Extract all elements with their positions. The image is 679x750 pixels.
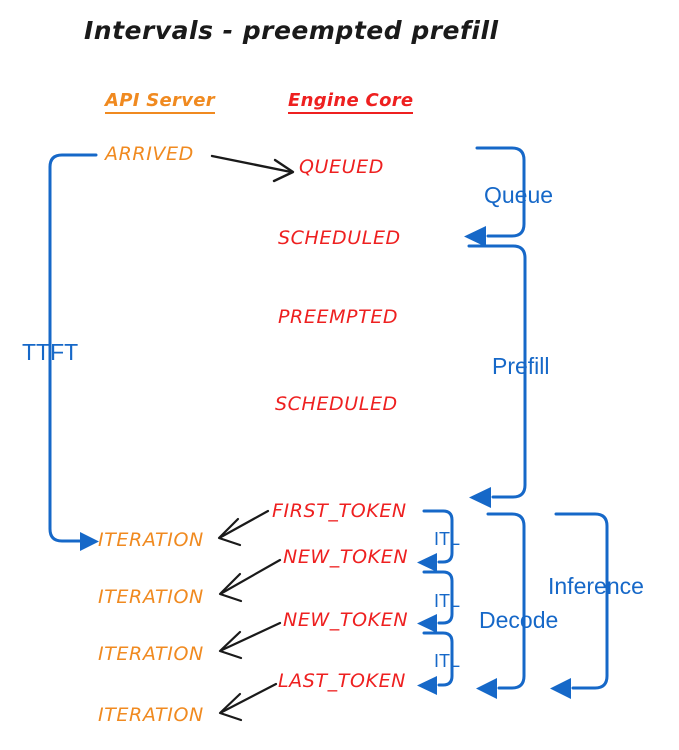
state-arrived: ARRIVED bbox=[105, 143, 194, 165]
inference-bracket bbox=[550, 512, 609, 699]
state-iteration-3: ITERATION bbox=[98, 643, 204, 665]
arrow-first-token-to-iteration bbox=[217, 509, 270, 547]
page-title: Intervals - preempted prefill bbox=[84, 16, 499, 45]
column-header-api-server: API Server bbox=[105, 92, 215, 114]
interval-label-inference: Inference bbox=[548, 573, 644, 599]
state-iteration-2: ITERATION bbox=[98, 586, 204, 608]
arrow-last-token-to-iteration bbox=[218, 682, 278, 722]
interval-label-ttft: TTFT bbox=[22, 339, 79, 365]
interval-label-prefill: Prefill bbox=[492, 353, 550, 379]
state-scheduled-1: SCHEDULED bbox=[278, 227, 401, 249]
interval-label-itl-2: ITL bbox=[434, 591, 461, 611]
arrow-arrived-to-queued bbox=[210, 154, 295, 183]
state-last-token: LAST_TOKEN bbox=[278, 670, 406, 692]
state-queued: QUEUED bbox=[299, 156, 385, 178]
state-iteration-1: ITERATION bbox=[98, 529, 204, 551]
state-first-token: FIRST_TOKEN bbox=[272, 500, 407, 522]
interval-label-itl-3: ITL bbox=[434, 651, 461, 671]
state-preempted: PREEMPTED bbox=[278, 306, 399, 328]
interval-label-itl-1: ITL bbox=[434, 529, 461, 549]
arrow-new-token-1-to-iteration bbox=[218, 558, 282, 603]
state-new-token-2: NEW_TOKEN bbox=[283, 609, 409, 631]
column-header-engine-core: Engine Core bbox=[288, 92, 414, 114]
state-iteration-4: ITERATION bbox=[98, 704, 204, 726]
interval-label-queue: Queue bbox=[484, 182, 554, 208]
arrow-new-token-2-to-iteration bbox=[218, 621, 282, 660]
state-new-token-1: NEW_TOKEN bbox=[283, 546, 409, 568]
state-scheduled-2: SCHEDULED bbox=[275, 393, 398, 415]
interval-label-decode: Decode bbox=[479, 607, 559, 633]
